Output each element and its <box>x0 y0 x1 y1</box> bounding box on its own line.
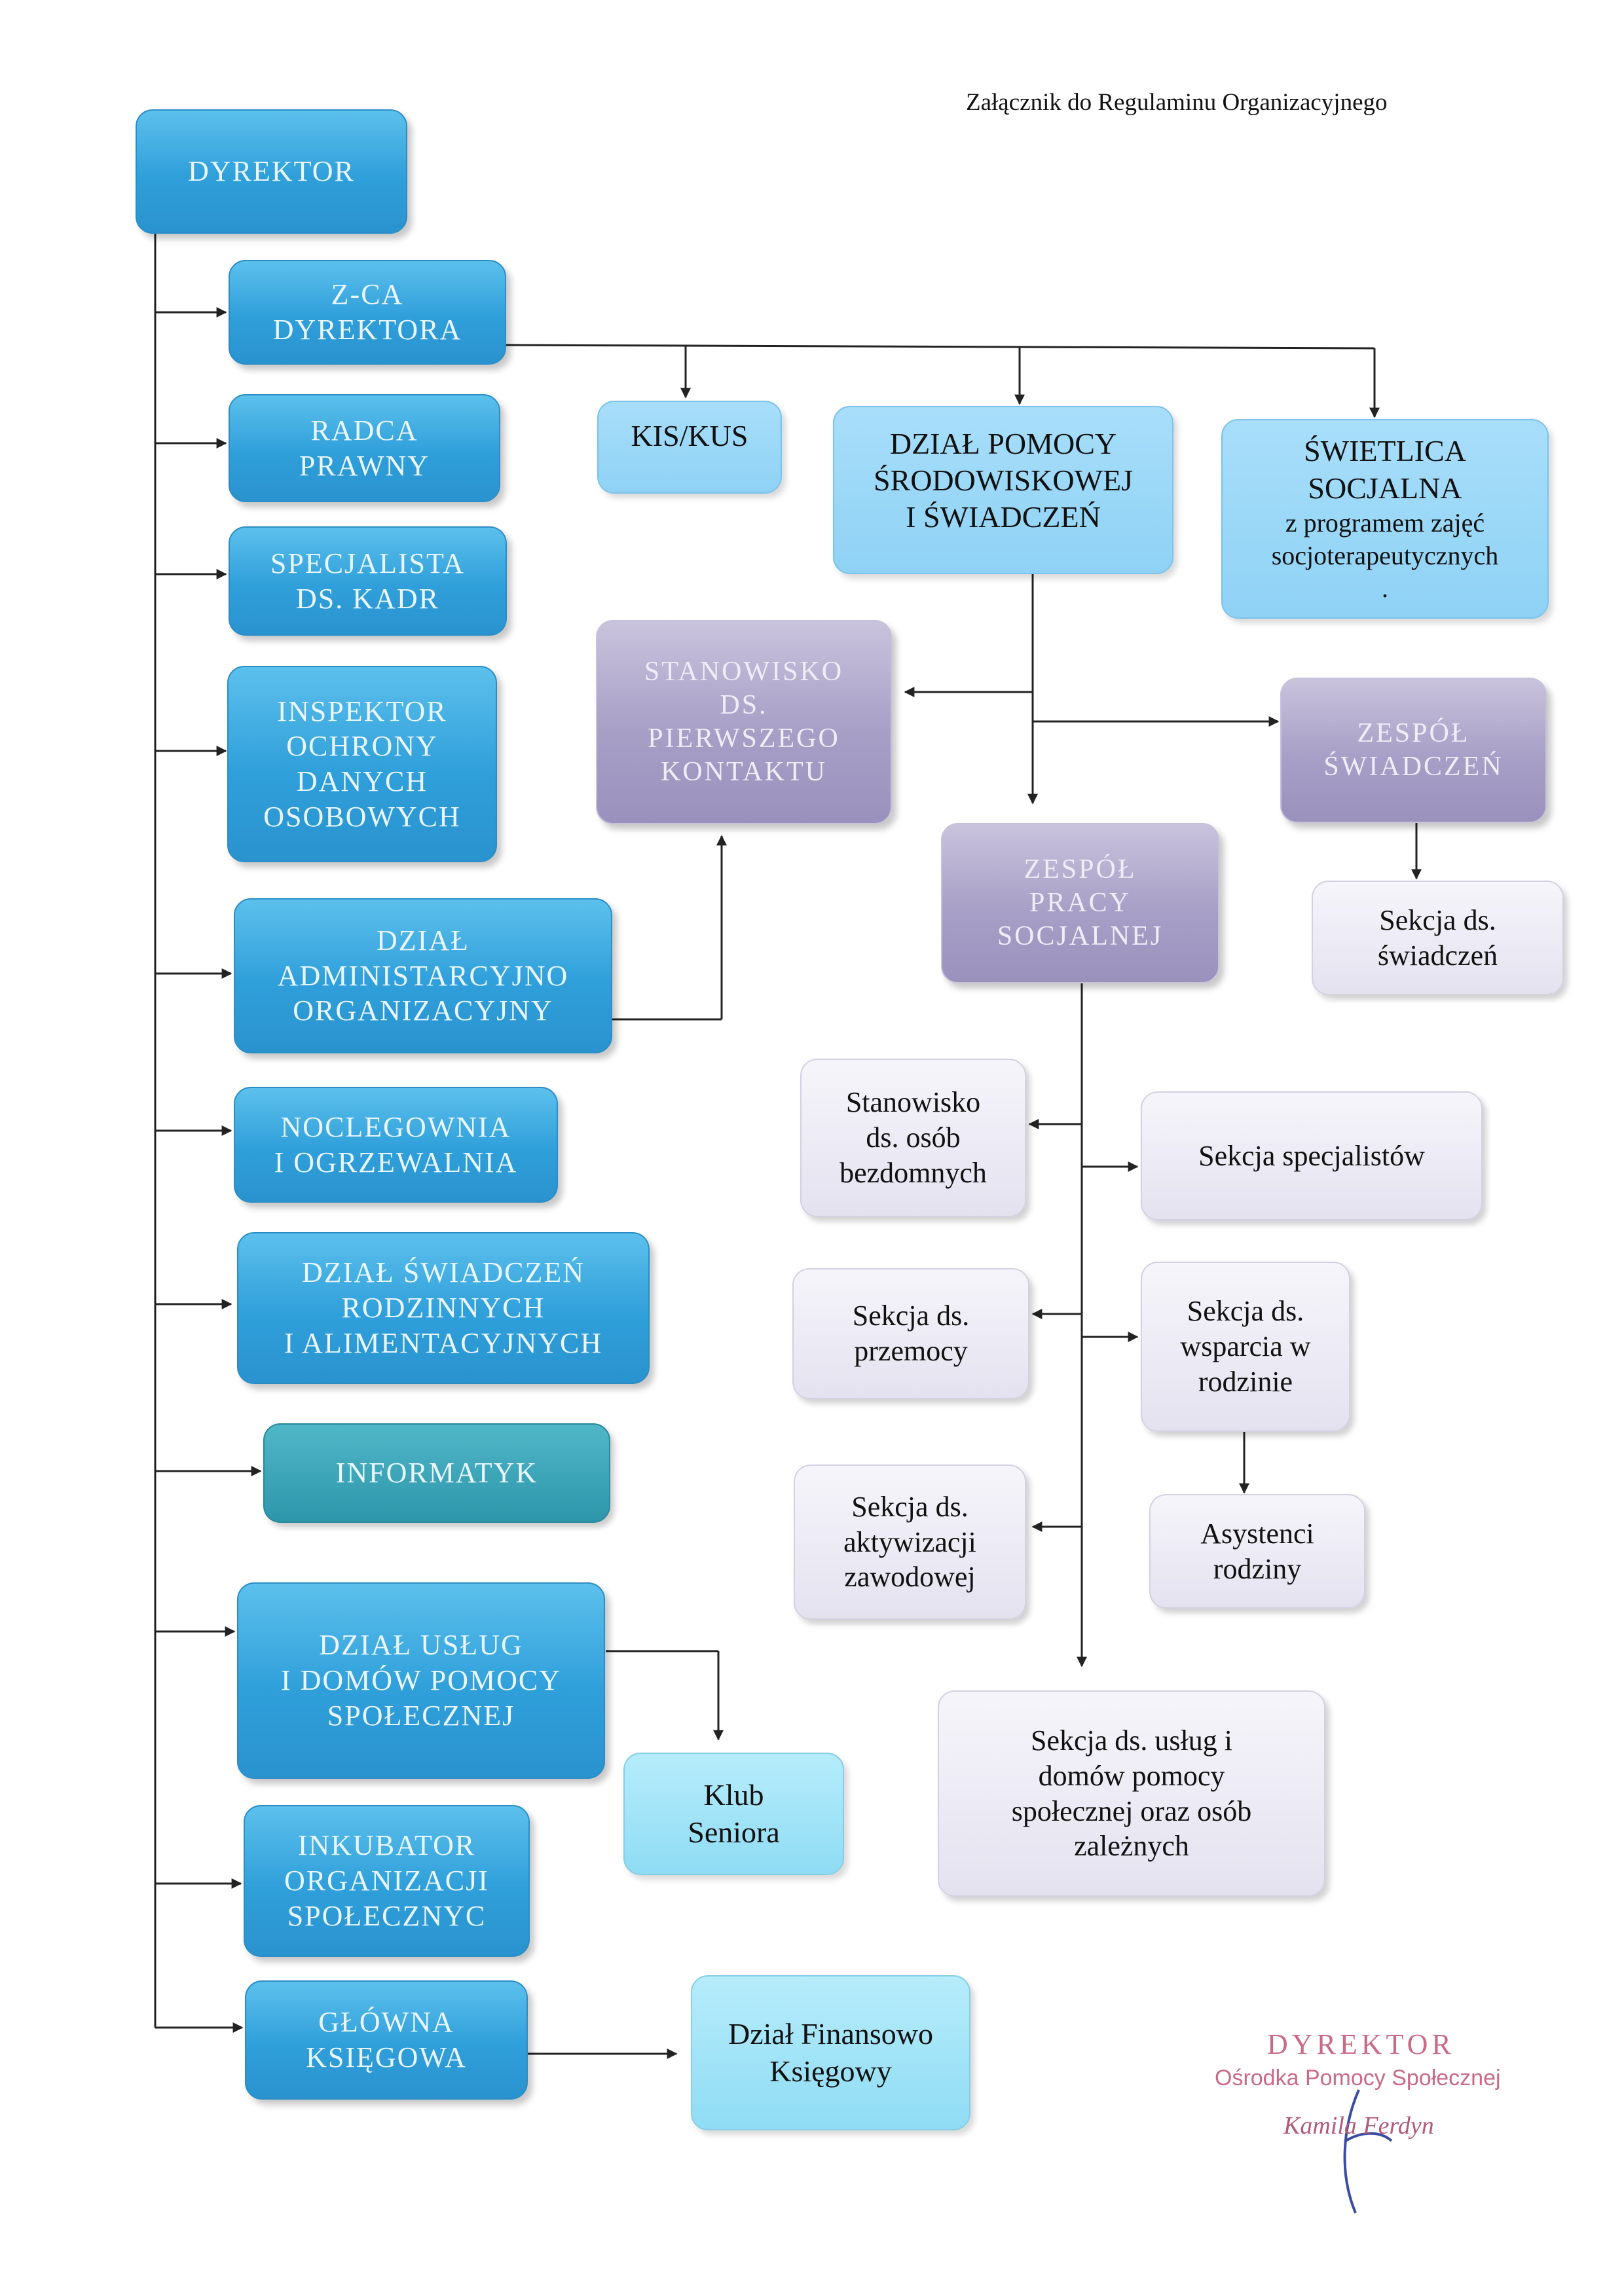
node-swietlica-socjalna: ŚWIETLICA SOCJALNA z programem zajęć soc… <box>1221 419 1549 619</box>
node-sekcja-wsparcia-rodziny: Sekcja ds. wsparcia w rodzinie <box>1141 1262 1350 1432</box>
swietlica-title: ŚWIETLICA SOCJALNA <box>1304 434 1466 505</box>
node-dzial-finansowo-ksiegowy: Dział Finansowo Księgowy <box>691 1975 970 2130</box>
node-zespol-swiadczen: ZESPÓŁ ŚWIADCZEŃ <box>1280 678 1547 823</box>
node-sekcja-specjalistow: Sekcja specjalistów <box>1141 1091 1483 1220</box>
document-header: Załącznik do Regulaminu Organizacyjnego <box>966 89 1388 116</box>
node-kis-kus: KIS/KUS <box>597 401 782 494</box>
swietlica-subtitle: z programem zajęć socjoterapeutycznych . <box>1271 507 1499 603</box>
node-inkubator: INKUBATOR ORGANIZACJI SPOŁECZNYC <box>244 1805 530 1957</box>
stamp-director-name: Kamila Ferdyn <box>1283 2112 1434 2140</box>
stamp-title: DYREKTOR <box>1267 2028 1455 2060</box>
node-asystenci-rodziny: Asystenci rodziny <box>1149 1494 1365 1609</box>
node-dzial-uslug: DZIAŁ USŁUG I DOMÓW POMOCY SPOŁECZNEJ <box>237 1582 605 1779</box>
node-zastepca-dyrektora: Z-CA DYREKTORA <box>229 260 506 365</box>
node-inspektor-ochrony-danych: INSPEKTOR OCHRONY DANYCH OSOBOWYCH <box>227 666 497 862</box>
node-zespol-pracy-socjalnej: ZESPÓŁ PRACY SOCJALNEJ <box>941 823 1219 983</box>
node-dzial-pomocy-srodowiskowej: DZIAŁ POMOCY ŚRODOWISKOWEJ I ŚWIADCZEŃ <box>833 406 1173 574</box>
node-dzial-swiadczen-rodzinnych: DZIAŁ ŚWIADCZEŃ RODZINNYCH I ALIMENTACYJ… <box>237 1232 650 1384</box>
node-dyrektor: DYREKTOR <box>136 109 407 234</box>
node-sekcja-przemocy: Sekcja ds. przemocy <box>792 1268 1029 1399</box>
node-klub-seniora: Klub Seniora <box>623 1753 844 1875</box>
node-stanowisko-pierwszego-kontaktu: STANOWISKO DS. PIERWSZEGO KONTAKTU <box>596 620 892 824</box>
signature-icon <box>1343 2089 1393 2214</box>
node-dzial-administracyjny: DZIAŁ ADMINISTARCYJNO ORGANIZACYJNY <box>234 898 612 1053</box>
node-radca-prawny: RADCA PRAWNY <box>229 394 500 502</box>
stamp-organization: Ośrodka Pomocy Społecznej <box>1215 2066 1501 2090</box>
node-sekcja-uslug: Sekcja ds. usług i domów pomocy społeczn… <box>938 1690 1325 1897</box>
node-informatyk: INFORMATYK <box>263 1423 610 1523</box>
node-stanowisko-bezdomnych: Stanowisko ds. osób bezdomnych <box>800 1059 1026 1217</box>
node-sekcja-aktywizacji: Sekcja ds. aktywizacji zawodowej <box>794 1465 1026 1620</box>
node-glowna-ksiegowa: GŁÓWNA KSIĘGOWA <box>245 1980 528 2100</box>
node-specjalista-kadr: SPECJALISTA DS. KADR <box>229 526 507 636</box>
node-noclegownia: NOCLEGOWNIA I OGRZEWALNIA <box>234 1087 558 1203</box>
node-sekcja-swiadczen: Sekcja ds. świadczeń <box>1312 881 1564 995</box>
